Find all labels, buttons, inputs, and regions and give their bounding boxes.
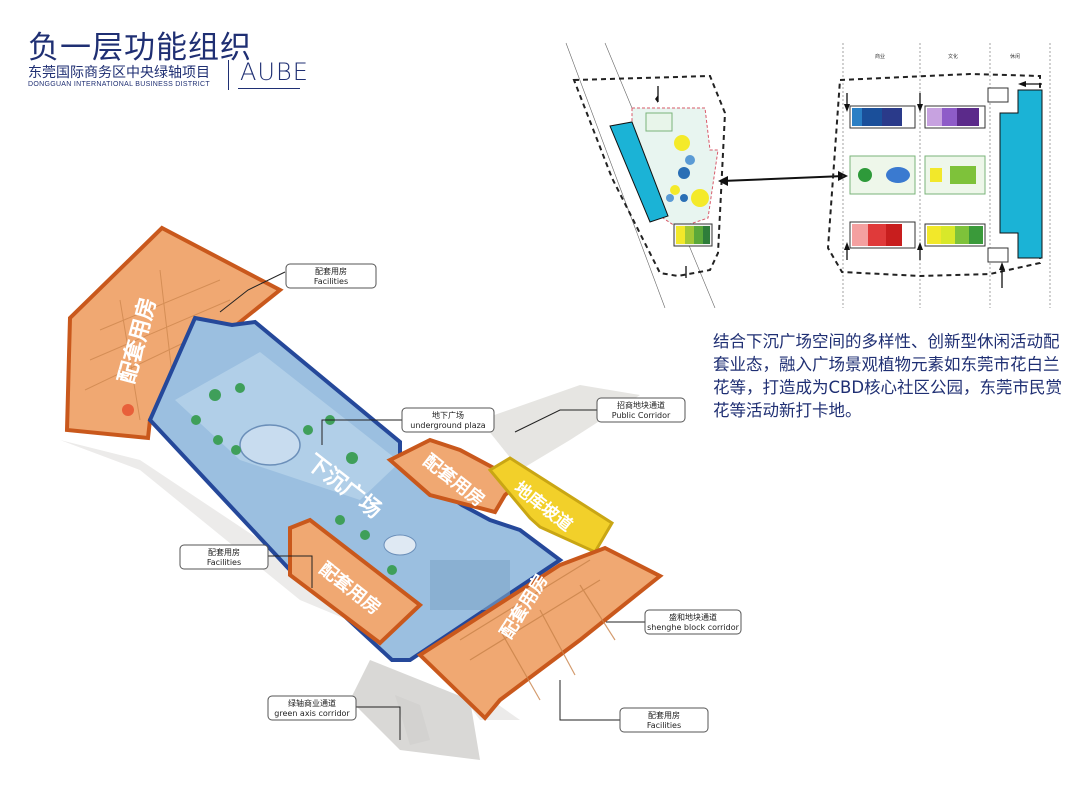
- svg-text:配套用房: 配套用房: [315, 266, 347, 276]
- brand-underline: [238, 88, 300, 89]
- svg-text:Facilities: Facilities: [647, 721, 681, 730]
- cyan-block-left: [609, 121, 669, 223]
- design-description: 结合下沉广场空间的多样性、创新型休闲活动配套业态，融入广场景观植物元素如东莞市花…: [713, 332, 1063, 420]
- svg-text:盛和地块通道: 盛和地块通道: [669, 612, 717, 622]
- svg-text:shenghe block corridor: shenghe block corridor: [647, 623, 740, 632]
- callout-shenghe-corridor: 盛和地块通道 shenghe block corridor: [606, 609, 742, 635]
- svg-text:Facilities: Facilities: [314, 277, 348, 286]
- key-plan-right: 商业 文化 休闲: [826, 43, 1051, 308]
- callout-public-corridor: 招商地块通道 Public Corridor: [514, 397, 686, 433]
- svg-text:招商地块通道: 招商地块通道: [617, 400, 665, 410]
- svg-text:配套用房: 配套用房: [648, 710, 680, 720]
- brand-logo: AUBE: [240, 58, 309, 86]
- callout-underground-plaza: 地下广场 underground plaza: [321, 407, 495, 445]
- svg-text:Public Corridor: Public Corridor: [612, 411, 671, 420]
- brand-separator: [228, 60, 229, 90]
- callout-facilities-bottom: 配套用房 Facilities: [559, 680, 709, 733]
- key-plan-diagram: 商业 文化 休闲: [565, 42, 1051, 308]
- svg-text:地下广场: 地下广场: [432, 410, 464, 420]
- svg-text:商业: 商业: [875, 53, 885, 60]
- svg-text:文化: 文化: [948, 53, 958, 60]
- facility-area-lower-left: [288, 517, 424, 646]
- svg-text:配套用房: 配套用房: [208, 547, 240, 557]
- key-plan-left: [565, 42, 727, 308]
- svg-text:underground plaza: underground plaza: [410, 421, 486, 430]
- project-name-en: DONGGUAN INTERNATIONAL BUSINESS DISTRICT: [28, 81, 210, 88]
- page-title: 负一层功能组织: [28, 30, 252, 66]
- cyan-block-right: [999, 89, 1043, 259]
- svg-text:Facilities: Facilities: [207, 558, 241, 567]
- callout-facilities-top: 配套用房 Facilities: [219, 263, 377, 313]
- svg-text:绿轴商业通道: 绿轴商业通道: [288, 698, 336, 708]
- facility-area-lower-right: [416, 545, 664, 721]
- project-name-cn: 东莞国际商务区中央绿轴项目: [28, 65, 210, 81]
- axonometric-plan: 配套用房 下沉广场 配套用房 地库坡道 配套用房 配套用房 配套用房 Facil…: [60, 225, 742, 760]
- svg-text:green axis corridor: green axis corridor: [274, 709, 350, 718]
- svg-text:休闲: 休闲: [1010, 53, 1020, 60]
- callout-green-axis-corridor: 绿轴商业通道 green axis corridor: [267, 695, 401, 740]
- callout-facilities-left: 配套用房 Facilities: [179, 544, 313, 588]
